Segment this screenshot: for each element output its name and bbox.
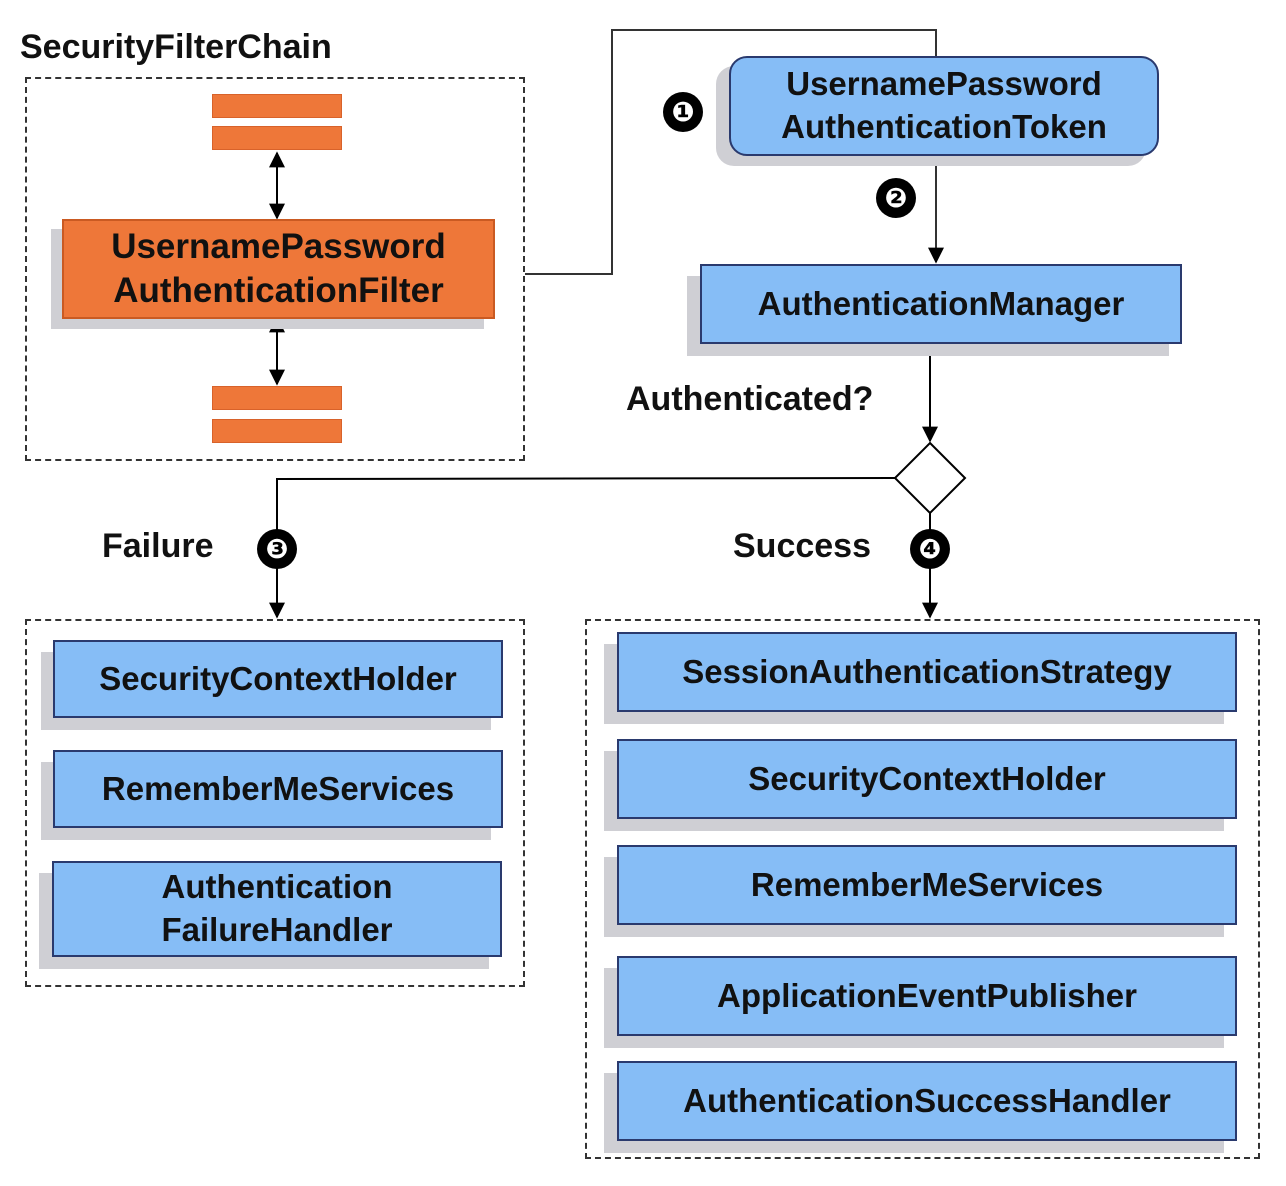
decision-diamond bbox=[893, 441, 967, 515]
step-4-badge: ❹ bbox=[910, 529, 950, 569]
authenticated-question-label: Authenticated? bbox=[626, 380, 874, 418]
step-2-badge: ❷ bbox=[876, 178, 916, 218]
failure-remember-me-services[interactable]: RememberMeServices bbox=[53, 750, 503, 828]
filter-to-token-line bbox=[525, 29, 937, 275]
success-security-context-holder[interactable]: SecurityContextHolder bbox=[617, 739, 1237, 819]
failure-group bbox=[25, 619, 525, 987]
filter-label-line2: AuthenticationFilter bbox=[113, 271, 444, 310]
failure-line bbox=[269, 477, 896, 619]
filter-bar-bottom-2 bbox=[212, 419, 342, 443]
success-label: Success bbox=[733, 527, 871, 565]
authentication-success-handler[interactable]: AuthenticationSuccessHandler bbox=[617, 1061, 1237, 1141]
failure-security-context-holder[interactable]: SecurityContextHolder bbox=[53, 640, 503, 718]
step-1-badge: ❶ bbox=[663, 92, 703, 132]
token-label-line2: AuthenticationToken bbox=[781, 108, 1107, 145]
success-remember-me-services[interactable]: RememberMeServices bbox=[617, 845, 1237, 925]
filter-bar-top-1 bbox=[212, 94, 342, 118]
filter-bar-bottom-1 bbox=[212, 386, 342, 410]
step-3-badge: ❸ bbox=[257, 529, 297, 569]
filter-bar-top-2 bbox=[212, 126, 342, 150]
failure-label: Failure bbox=[102, 527, 214, 565]
session-authentication-strategy[interactable]: SessionAuthenticationStrategy bbox=[617, 632, 1237, 712]
success-group bbox=[585, 619, 1260, 1159]
application-event-publisher[interactable]: ApplicationEventPublisher bbox=[617, 956, 1237, 1036]
filter-label-line1: UsernamePassword bbox=[111, 227, 446, 267]
failure-handler-line1: Authentication bbox=[161, 868, 393, 906]
token-label-line1: UsernamePassword bbox=[786, 65, 1102, 103]
filter-chain-group bbox=[25, 77, 525, 461]
filter-chain-title: SecurityFilterChain bbox=[20, 28, 332, 66]
failure-handler-line2: FailureHandler bbox=[161, 911, 393, 948]
authentication-manager[interactable]: AuthenticationManager bbox=[700, 264, 1182, 344]
